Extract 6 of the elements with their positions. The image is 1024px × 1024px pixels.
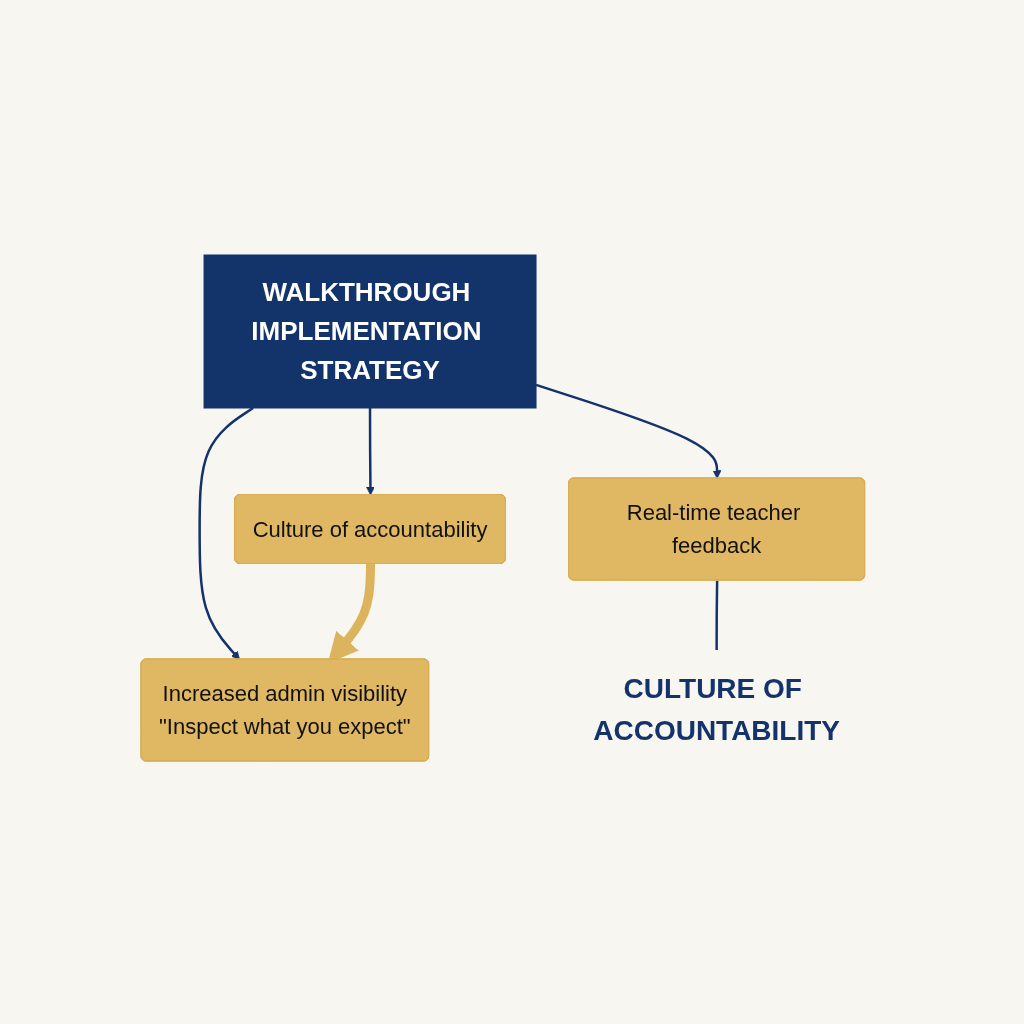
arrow	[366, 407, 375, 495]
connector	[715, 580, 719, 650]
arrow	[535, 383, 722, 479]
node-text: CULTURE OF ACCOUNTABILITY	[593, 672, 841, 746]
node-box: WALKTHROUGH IMPLEMENTATION STRATEGY	[203, 254, 537, 408]
arrow	[198, 406, 254, 660]
